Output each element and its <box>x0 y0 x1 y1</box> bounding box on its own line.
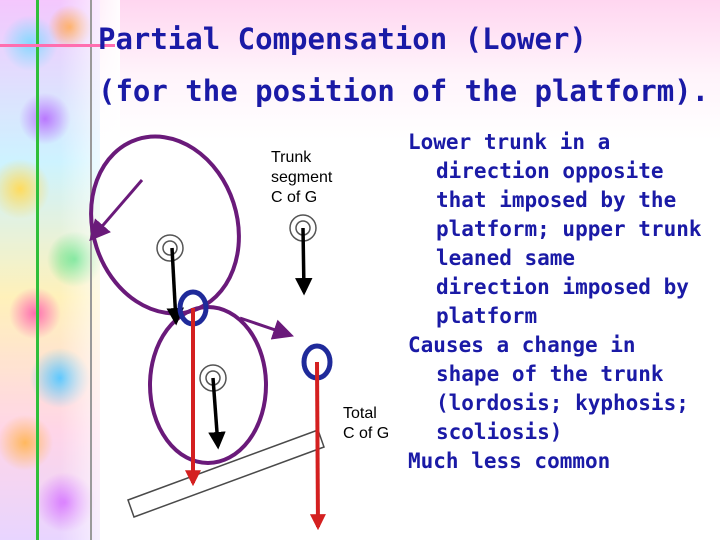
upper-lean-arrow <box>89 179 144 242</box>
upper-trunk-ellipse <box>89 134 241 316</box>
total-legend-gravity-arrow <box>309 361 326 531</box>
body-paragraph-2: Causes a change in shape of the trunk (l… <box>408 333 689 444</box>
slide-body: Lower trunk in a direction opposite that… <box>408 128 720 476</box>
body-paragraph-1: Lower trunk in a direction opposite that… <box>408 130 702 328</box>
trunk-segment-cog-label: Trunk segment C of G <box>271 148 332 208</box>
tilted-platform <box>127 429 325 518</box>
total-cog-label: Total C of G <box>343 404 389 444</box>
upper-segment-gravity-arrow <box>166 247 184 326</box>
trunk-label-text: Trunk segment C of G <box>271 149 333 206</box>
segment-cog-marker-upper <box>156 234 184 262</box>
decorative-gray-line <box>90 0 92 540</box>
slide-title-line2: (for the position of the platform). <box>98 74 710 108</box>
decorative-green-line <box>36 0 39 540</box>
legend-segment-gravity-arrow <box>295 227 313 296</box>
decorative-pink-line <box>0 44 115 47</box>
lower-shift-arrow <box>239 316 294 340</box>
body-paragraph-3: Much less common <box>408 449 611 473</box>
lower-segment-gravity-arrow <box>208 377 226 450</box>
slide-title-line1: Partial Compensation (Lower) <box>98 22 587 56</box>
total-label-text: Total C of G <box>343 405 390 442</box>
